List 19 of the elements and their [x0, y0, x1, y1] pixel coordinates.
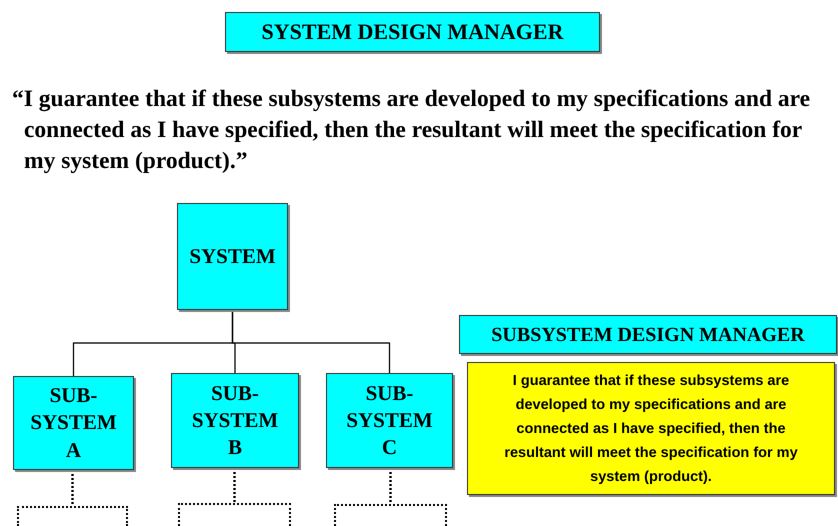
dotted-box	[334, 504, 447, 526]
dotted-box	[178, 503, 291, 526]
heading-box	[225, 12, 600, 52]
note-box	[467, 362, 835, 495]
box-label: SUB- SYSTEM C	[345, 380, 434, 462]
subsystem-box	[13, 376, 134, 470]
quote-text: “I guarantee that if these subsystems are developed to my specifications and are connected as I have specified, then the resultant will meet the specification for my system (product).”	[12, 85, 812, 176]
box-label: SUB- SYSTEM B	[190, 380, 280, 462]
heading-box	[459, 315, 837, 354]
box-label: SUB- SYSTEM A	[29, 382, 118, 464]
subsystem-box	[326, 373, 453, 468]
dotted-box	[17, 506, 128, 526]
connector-line	[232, 310, 390, 373]
box-label: SUBSYSTEM DESIGN MANAGER	[491, 322, 805, 348]
subsystem-box	[171, 373, 299, 468]
system-box	[177, 203, 288, 310]
box-label: SYSTEM	[189, 242, 276, 270]
box-label: SYSTEM DESIGN MANAGER	[262, 18, 564, 46]
note-text: I guarantee that if these subsystems are developed to my specifications and are connected as I have specified, then the resultant will meet the specification for my system (product).	[503, 372, 799, 486]
